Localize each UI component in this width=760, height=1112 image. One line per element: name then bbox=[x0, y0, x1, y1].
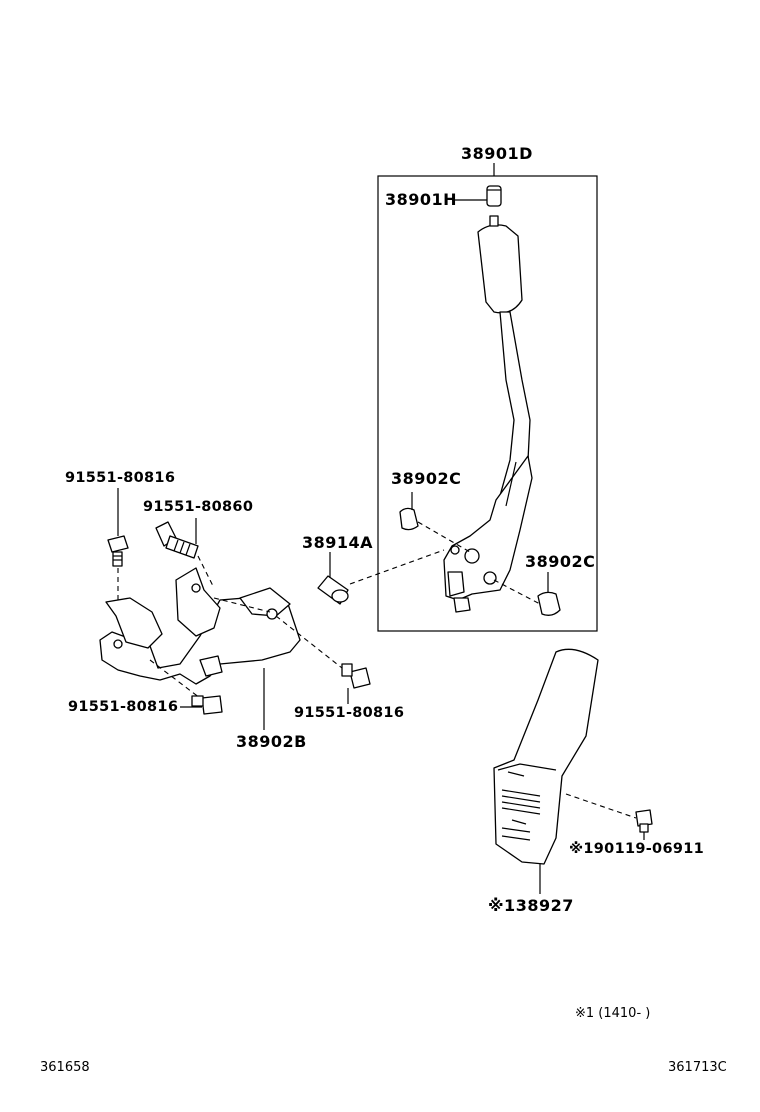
callout-91551-80860: 91551-80860 bbox=[143, 499, 254, 515]
bushing-lower-part bbox=[537, 591, 561, 616]
screw-part bbox=[635, 809, 653, 833]
callout-38902C-upper: 38902C bbox=[391, 469, 462, 488]
bolt-long-part bbox=[155, 521, 199, 559]
callout-91551-80816-right: 91551-80816 bbox=[294, 705, 405, 721]
callout-38901H: 38901H bbox=[385, 190, 458, 209]
brake-lever-part bbox=[443, 215, 533, 613]
callout-38901D: 38901D bbox=[461, 144, 533, 163]
collar-part bbox=[317, 575, 349, 605]
footer-right-code: 361713C bbox=[668, 1060, 727, 1075]
callout-90119-06911: ※190119-06911 bbox=[569, 841, 704, 857]
callout-38927: ※138927 bbox=[488, 896, 574, 915]
bolt-right-part bbox=[341, 663, 371, 689]
footer-left-code: 361658 bbox=[40, 1060, 90, 1075]
cover-part bbox=[493, 648, 599, 865]
assembly-box bbox=[377, 175, 598, 632]
bracket-part bbox=[99, 567, 301, 685]
callout-91551-80816-top: 91551-80816 bbox=[65, 470, 176, 486]
applicability-note: ※1 (1410- ) bbox=[575, 1006, 651, 1021]
callout-38914A: 38914A bbox=[302, 533, 374, 552]
knob-cap-part bbox=[486, 185, 502, 207]
callout-38902C-lower: 38902C bbox=[525, 552, 596, 571]
bolt-left-part bbox=[191, 695, 223, 715]
bushing-upper-part bbox=[399, 507, 419, 531]
callout-91551-80816-left: 91551-80816 bbox=[68, 699, 179, 715]
callout-38902B: 38902B bbox=[236, 732, 307, 751]
bolt-top-part bbox=[107, 535, 129, 567]
